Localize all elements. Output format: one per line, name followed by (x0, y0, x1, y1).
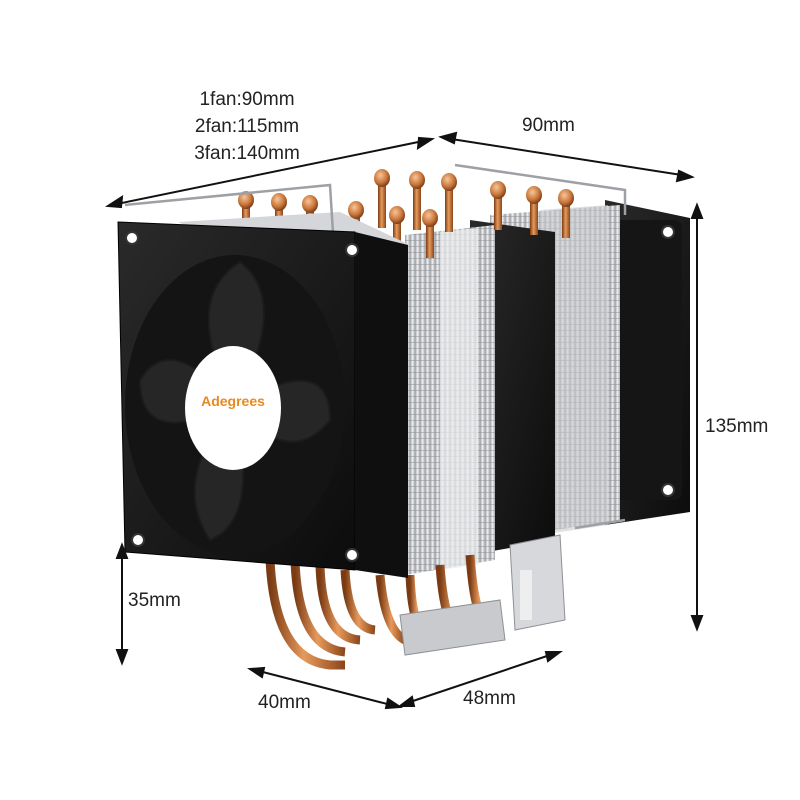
brand-logo-text: Adegrees (201, 393, 265, 409)
front-heatsink (405, 225, 495, 575)
base-width-label: 48mm (463, 688, 516, 709)
base-height-label: 35mm (128, 590, 181, 611)
width-label: 90mm (522, 115, 575, 136)
fan-size-3: 3fan:140mm (194, 143, 300, 164)
height-label: 135mm (705, 416, 769, 437)
fan-size-list: 1fan:90mm 2fan:115mm 3fan:140mm (172, 86, 322, 167)
base-plate (399, 534, 566, 656)
fan-size-1: 1fan:90mm (199, 89, 295, 110)
fan-hub-label (185, 346, 281, 470)
dimension-lines (104, 131, 704, 710)
fan-size-2: 2fan:115mm (194, 116, 300, 137)
base-depth-label: 40mm (258, 692, 311, 713)
rear-fan (605, 200, 690, 525)
front-fan (117, 221, 408, 578)
